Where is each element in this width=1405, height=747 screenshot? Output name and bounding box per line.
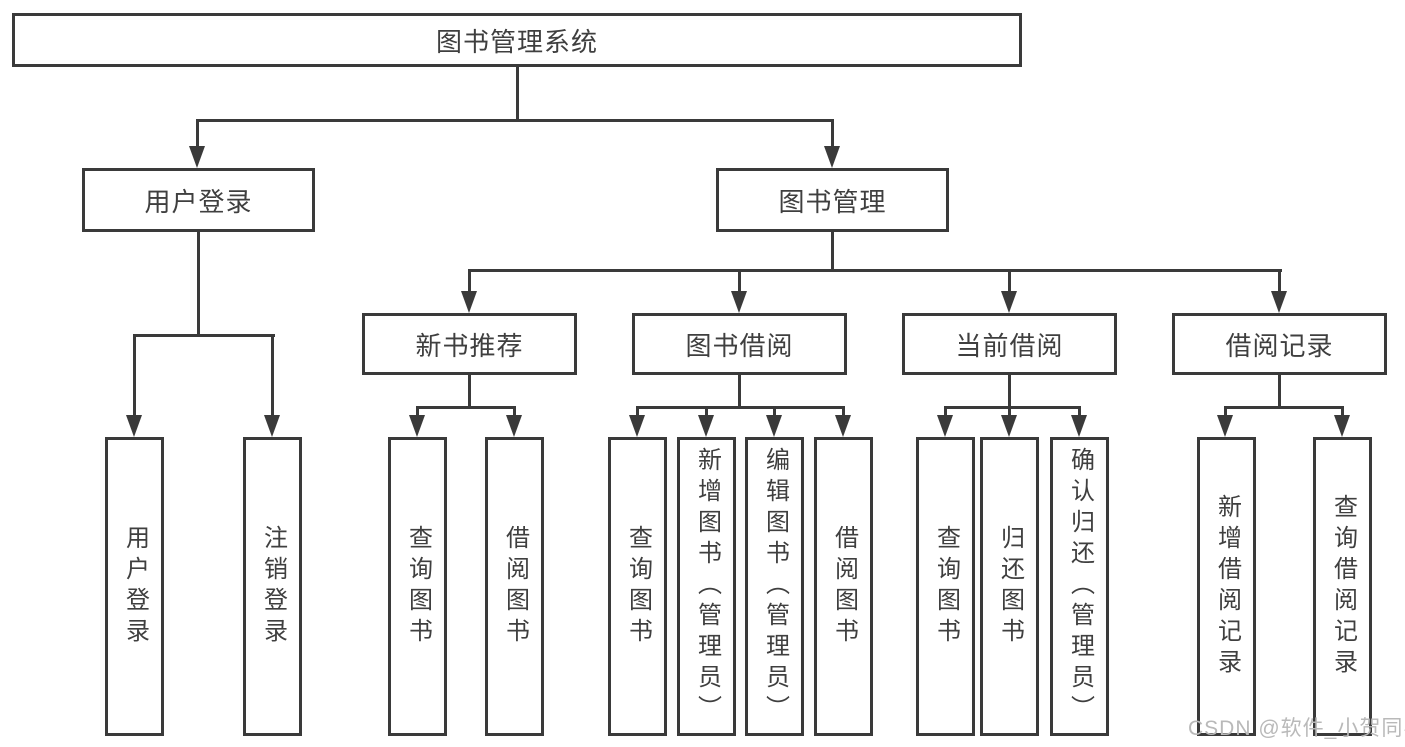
connector-drop-leaf xyxy=(513,406,516,417)
connector-elbow xyxy=(636,406,845,409)
arrowhead-icon xyxy=(264,415,280,437)
arrowhead-icon xyxy=(731,291,747,313)
node-new-book-recommend: 新书推荐 xyxy=(362,313,577,375)
node-book-borrow: 图书借阅 xyxy=(632,313,847,375)
leaf-borrow-add-books-admin: 新增图书（管理员） xyxy=(677,437,736,736)
connector-drop-leaf xyxy=(705,406,708,417)
connector-level2-elbow xyxy=(196,119,834,122)
leaf-label: 注销登录 xyxy=(259,524,287,649)
node-label: 图书管理系统 xyxy=(435,26,598,57)
node-root-library-management-system: 图书管理系统 xyxy=(12,13,1022,67)
arrowhead-icon xyxy=(824,146,840,168)
connector-drop-leaf xyxy=(842,406,845,417)
arrowhead-icon xyxy=(506,415,522,437)
node-label: 用户登录 xyxy=(144,186,253,217)
arrowhead-icon xyxy=(766,415,782,437)
leaf-label: 用户登录 xyxy=(121,524,149,649)
leaf-logout: 注销登录 xyxy=(243,437,302,736)
leaf-label: 新增借阅记录 xyxy=(1213,493,1241,680)
leaf-borrow-query-books: 查询图书 xyxy=(608,437,667,736)
leaf-label: 查询借阅记录 xyxy=(1329,493,1357,680)
leaf-label: 新增图书（管理员） xyxy=(693,447,721,726)
connector-drop-module xyxy=(1278,269,1281,293)
node-borrow-record: 借阅记录 xyxy=(1172,313,1387,375)
connector-drop-user-login xyxy=(196,119,199,148)
leaf-label: 查询图书 xyxy=(932,524,960,649)
connector-drop-leaf xyxy=(133,334,136,417)
connector-drop-leaf xyxy=(1224,406,1227,417)
arrowhead-icon xyxy=(409,415,425,437)
leaf-recommend-borrow-books: 借阅图书 xyxy=(485,437,544,736)
leaf-current-return-books: 归还图书 xyxy=(980,437,1039,736)
arrowhead-icon xyxy=(1334,415,1350,437)
connector-drop-leaf xyxy=(944,406,947,417)
connector-current-borrow-stem xyxy=(1008,374,1011,409)
arrowhead-icon xyxy=(189,146,205,168)
leaf-label: 借阅图书 xyxy=(830,524,858,649)
connector-user-login-elbow xyxy=(133,334,275,337)
arrowhead-icon xyxy=(461,291,477,313)
connector-drop-leaf xyxy=(1008,406,1011,417)
node-book-management-branch: 图书管理 xyxy=(716,168,949,232)
connector-drop-module xyxy=(468,269,471,293)
arrowhead-icon xyxy=(835,415,851,437)
connector-drop-leaf xyxy=(416,406,419,417)
leaf-user-login: 用户登录 xyxy=(105,437,164,736)
arrowhead-icon xyxy=(698,415,714,437)
connector-drop-leaf xyxy=(271,334,274,417)
arrowhead-icon xyxy=(1271,291,1287,313)
node-label: 借阅记录 xyxy=(1225,330,1334,361)
leaf-record-add-borrow-record: 新增借阅记录 xyxy=(1197,437,1256,736)
node-label: 新书推荐 xyxy=(415,330,524,361)
connector-drop-leaf xyxy=(636,406,639,417)
leaf-recommend-query-books: 查询图书 xyxy=(388,437,447,736)
node-label: 图书管理 xyxy=(778,186,887,217)
connector-elbow xyxy=(416,406,516,409)
leaf-borrow-edit-books-admin: 编辑图书（管理员） xyxy=(745,437,804,736)
connector-drop-leaf xyxy=(1341,406,1344,417)
connector-level3-elbow xyxy=(468,269,1282,272)
connector-drop-module xyxy=(738,269,741,293)
arrowhead-icon xyxy=(1001,291,1017,313)
leaf-label: 查询图书 xyxy=(404,524,432,649)
leaf-label: 确认归还（管理员） xyxy=(1066,447,1094,726)
connector-drop-module xyxy=(1008,269,1011,293)
leaf-label: 编辑图书（管理员） xyxy=(761,447,789,726)
arrowhead-icon xyxy=(629,415,645,437)
node-label: 当前借阅 xyxy=(955,330,1064,361)
leaf-borrow-borrow-books: 借阅图书 xyxy=(814,437,873,736)
connector-user-login-stem xyxy=(197,231,200,336)
leaf-label: 借阅图书 xyxy=(501,524,529,649)
arrowhead-icon xyxy=(937,415,953,437)
connector-book-management-stem xyxy=(831,231,834,272)
connector-elbow xyxy=(944,406,1081,409)
leaf-label: 查询图书 xyxy=(624,524,652,649)
connector-book-borrow-stem xyxy=(738,374,741,409)
leaf-current-query-books: 查询图书 xyxy=(916,437,975,736)
node-current-borrow: 当前借阅 xyxy=(902,313,1117,375)
leaf-label: 归还图书 xyxy=(996,524,1024,649)
connector-borrow-record-stem xyxy=(1278,374,1281,409)
arrowhead-icon xyxy=(1071,415,1087,437)
arrowhead-icon xyxy=(1001,415,1017,437)
node-user-login-branch: 用户登录 xyxy=(82,168,315,232)
arrowhead-icon xyxy=(126,415,142,437)
connector-new-book-recommend-stem xyxy=(468,374,471,409)
connector-drop-leaf xyxy=(773,406,776,417)
leaf-record-query-borrow-record: 查询借阅记录 xyxy=(1313,437,1372,736)
connector-elbow xyxy=(1224,406,1344,409)
arrowhead-icon xyxy=(1217,415,1233,437)
node-label: 图书借阅 xyxy=(685,330,794,361)
connector-drop-book-management xyxy=(831,119,834,148)
connector-drop-leaf xyxy=(1078,406,1081,417)
csdn-watermark: CSDN @软件_小贺同学 xyxy=(1188,717,1405,740)
connector-root-stem xyxy=(516,66,519,121)
leaf-current-confirm-return-admin: 确认归还（管理员） xyxy=(1050,437,1109,736)
